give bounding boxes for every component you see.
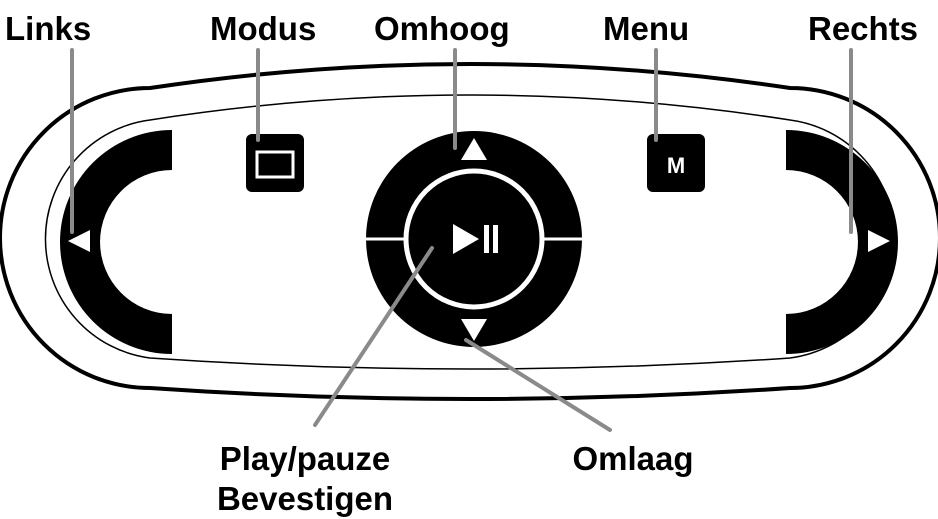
right-button[interactable] bbox=[786, 130, 898, 354]
label-menu: Menu bbox=[603, 10, 689, 47]
menu-key-label: M bbox=[667, 153, 685, 178]
triangle-right-icon bbox=[868, 230, 890, 252]
leader-play-pauze bbox=[313, 246, 434, 427]
label-bevestigen: Bevestigen bbox=[217, 480, 393, 517]
label-play-pauze: Play/pauze bbox=[220, 440, 391, 477]
triangle-up-icon[interactable] bbox=[461, 138, 487, 160]
triangle-left-icon bbox=[68, 230, 90, 252]
label-omhoog: Omhoog bbox=[374, 10, 510, 47]
left-button[interactable] bbox=[60, 130, 172, 354]
play-pause-button[interactable] bbox=[412, 177, 536, 301]
play-pause-icon bbox=[453, 224, 498, 254]
leader-omlaag bbox=[464, 338, 612, 432]
device-inner-outline bbox=[44, 94, 896, 370]
label-rechts: Rechts bbox=[808, 10, 918, 47]
rectangle-outline-icon bbox=[255, 150, 295, 179]
triangle-down-icon[interactable] bbox=[461, 319, 487, 341]
label-modus: Modus bbox=[210, 10, 316, 47]
mode-button[interactable] bbox=[246, 134, 304, 192]
label-links: Links bbox=[5, 10, 91, 47]
label-omlaag: Omlaag bbox=[572, 440, 693, 477]
menu-button[interactable]: M bbox=[647, 134, 705, 192]
